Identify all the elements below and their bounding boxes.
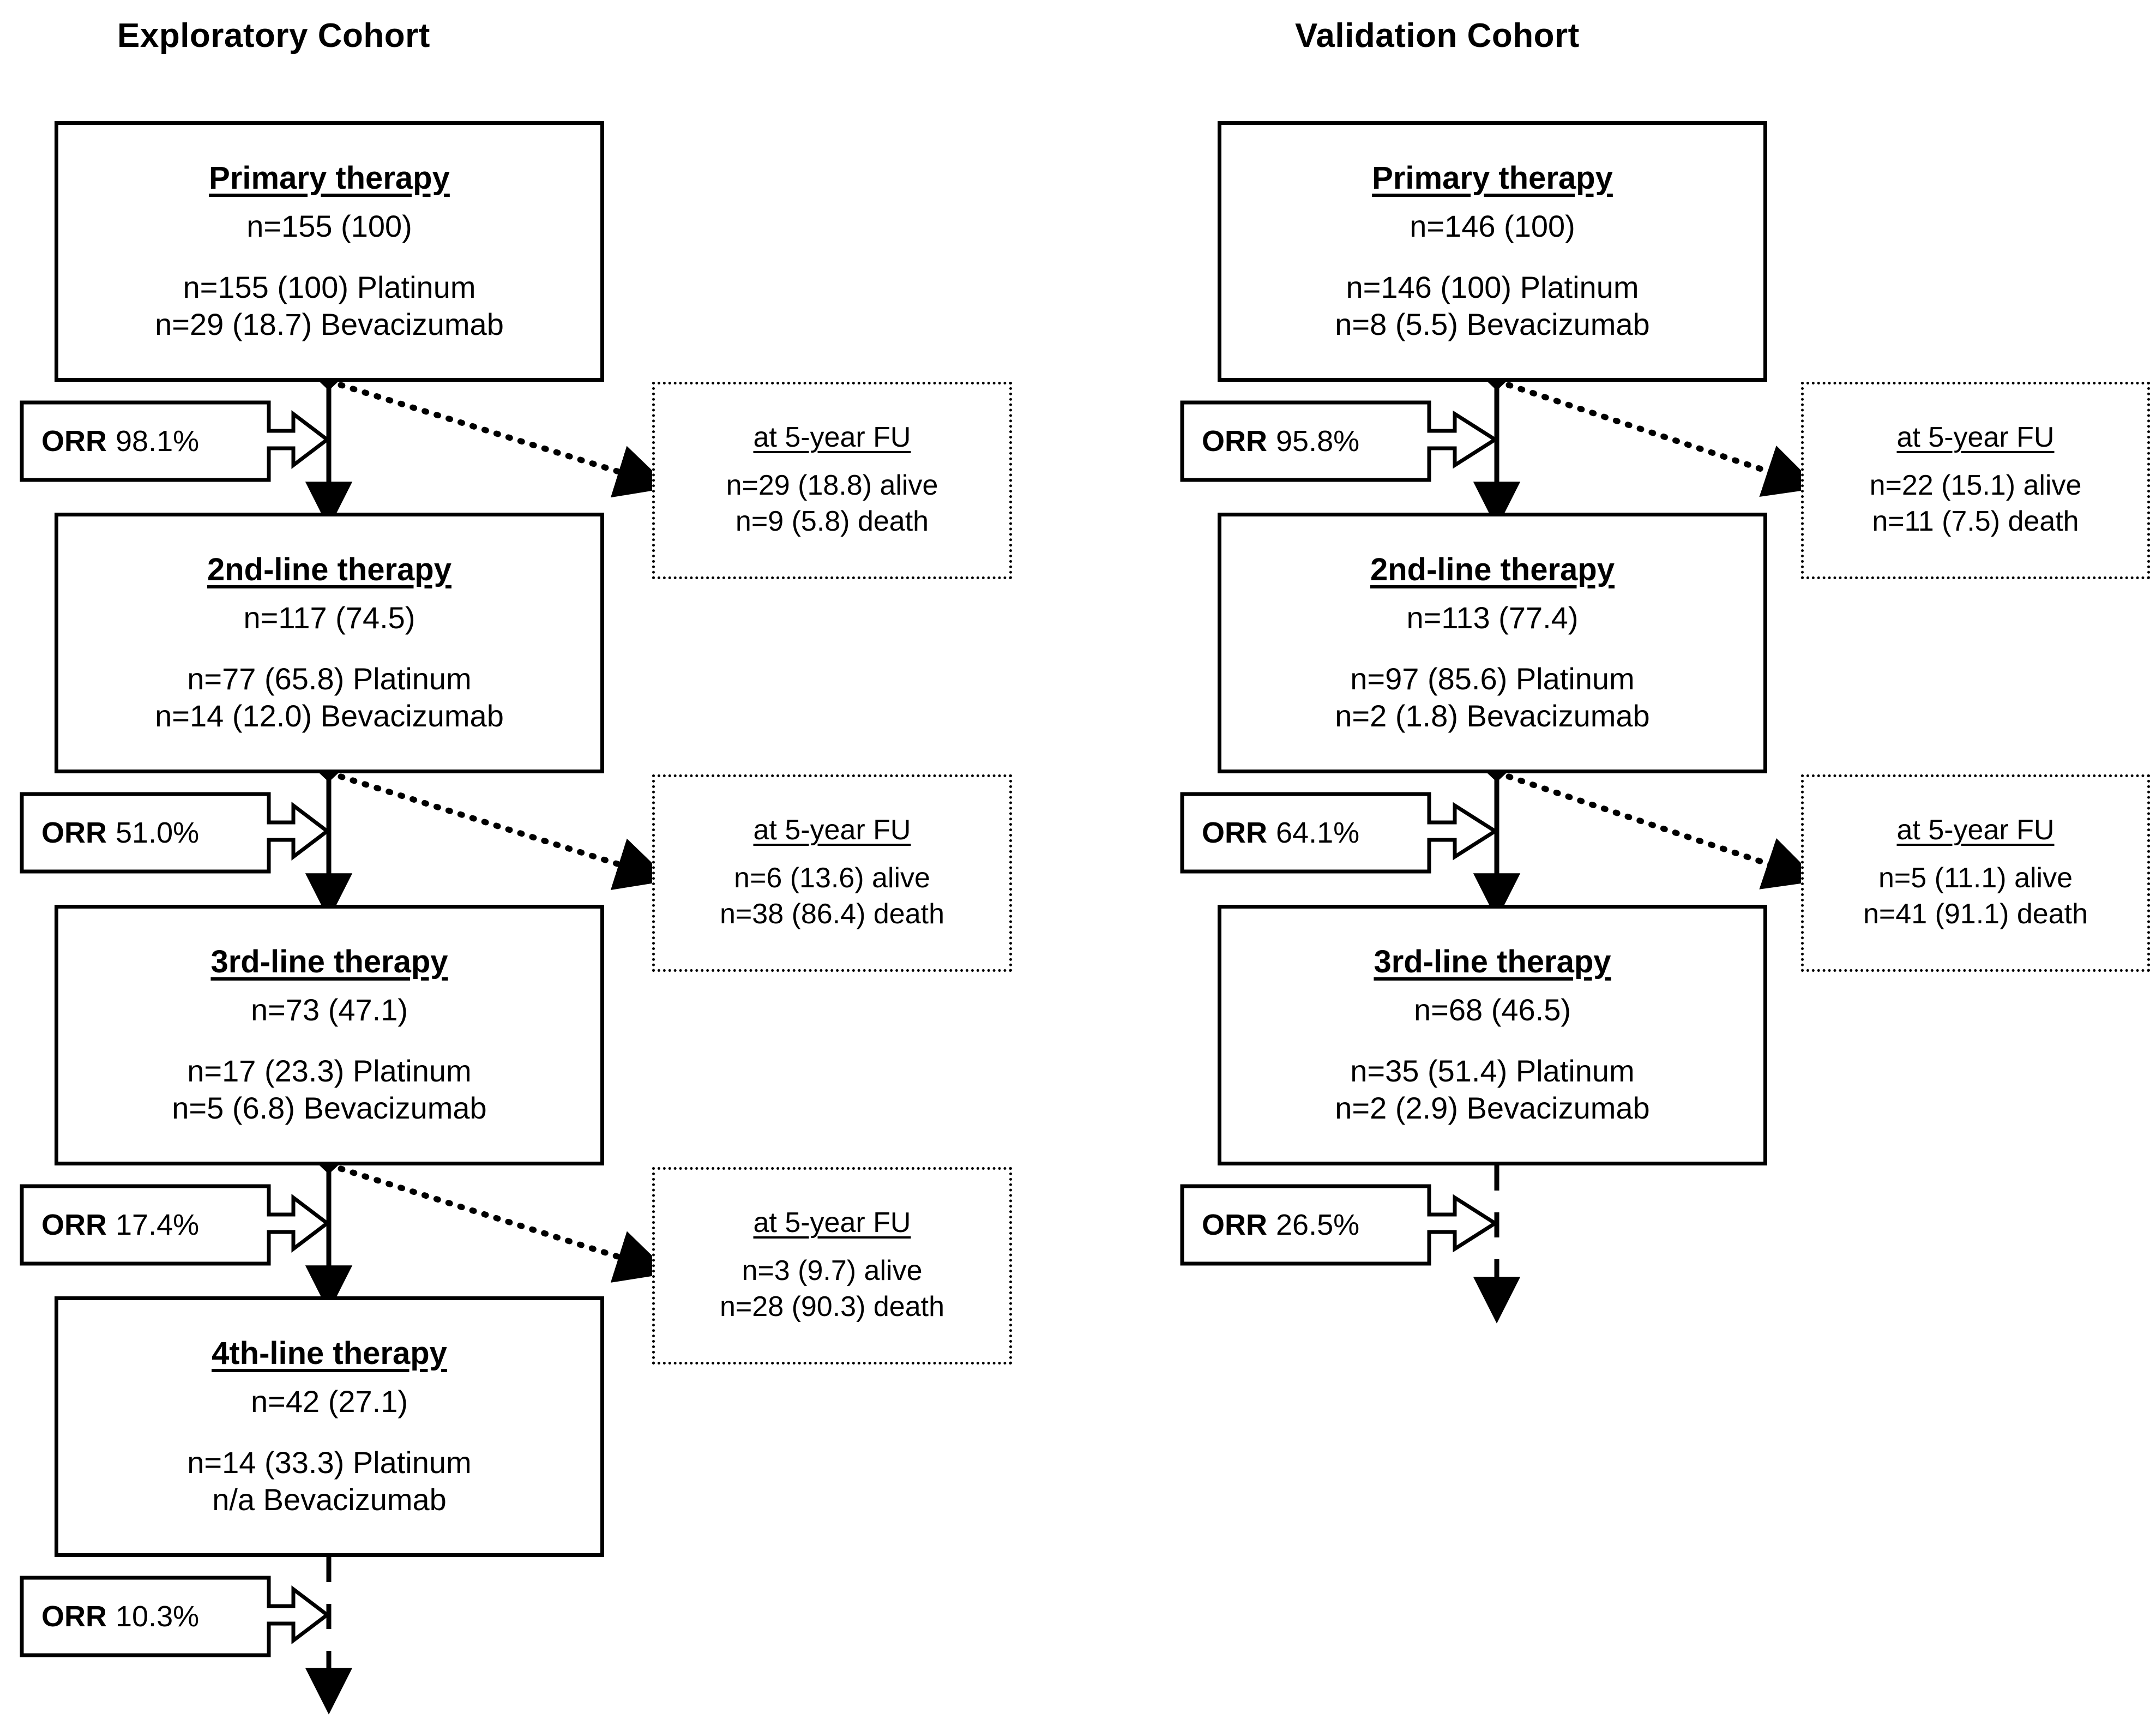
orr-callout-exploratory-4[interactable]: ORR 10.3%	[22, 1578, 294, 1655]
node-count: n=117 (74.5)	[243, 600, 415, 635]
orr-acronym: ORR	[41, 816, 107, 849]
flow-arrow-exp-2	[305, 765, 353, 920]
fu-connector-val-2	[1505, 773, 1819, 889]
flow-arrow-val-1	[1473, 373, 1521, 528]
cohort-title-validation: Validation Cohort	[1295, 17, 1580, 55]
orr-acronym: ORR	[41, 1600, 107, 1633]
flow-arrow-val-2	[1473, 765, 1521, 920]
fu-connector-exp-1	[338, 382, 671, 498]
orr-callout-validation-3[interactable]: ORR 26.5%	[1182, 1186, 1455, 1264]
node-detail-bevacizumab: n=29 (18.7) Bevacizumab	[155, 307, 504, 341]
followup-alive: n=29 (18.8) alive	[726, 470, 938, 502]
node-exploratory-3rd-line[interactable]: 3rd-line therapy n=73 (47.1) n=17 (23.3)…	[55, 905, 604, 1165]
node-validation-3rd-line[interactable]: 3rd-line therapy n=68 (46.5) n=35 (51.4)…	[1218, 905, 1767, 1165]
node-detail-bevacizumab: n=5 (6.8) Bevacizumab	[172, 1091, 487, 1125]
followup-alive: n=6 (13.6) alive	[734, 862, 930, 894]
orr-callout-validation-1[interactable]: ORR 95.8%	[1182, 402, 1455, 480]
node-detail-bevacizumab: n=14 (12.0) Bevacizumab	[155, 699, 504, 733]
fu-connector-exp-3	[338, 1165, 671, 1283]
orr-value: 10.3%	[116, 1600, 200, 1633]
flow-arrow-exp-1	[305, 373, 353, 528]
followup-alive: n=3 (9.7) alive	[742, 1255, 923, 1287]
node-title: 4th-line therapy	[212, 1335, 447, 1371]
orr-callout-exploratory-2[interactable]: ORR 51.0%	[22, 794, 294, 871]
node-detail-platinum: n=17 (23.3) Platinum	[187, 1053, 472, 1088]
node-exploratory-2nd-line[interactable]: 2nd-line therapy n=117 (74.5) n=77 (65.8…	[55, 513, 604, 773]
node-validation-2nd-line[interactable]: 2nd-line therapy n=113 (77.4) n=97 (85.6…	[1218, 513, 1767, 773]
orr-callout-exploratory-1[interactable]: ORR 98.1%	[22, 402, 294, 480]
followup-title: at 5-year FU	[753, 1207, 911, 1239]
orr-acronym: ORR	[41, 425, 107, 458]
node-detail-platinum: n=97 (85.6) Platinum	[1350, 661, 1635, 696]
followup-title: at 5-year FU	[1896, 814, 2055, 846]
node-title: Primary therapy	[1372, 160, 1613, 196]
orr-acronym: ORR	[1202, 1209, 1267, 1241]
followup-box-exploratory-3[interactable]: at 5-year FU n=3 (9.7) alive n=28 (90.3)…	[652, 1167, 1012, 1365]
orr-value: 51.0%	[116, 816, 200, 849]
node-detail-platinum: n=77 (65.8) Platinum	[187, 661, 472, 696]
orr-text: ORR 17.4%	[22, 1186, 199, 1264]
flow-arrow-exp-3	[305, 1157, 353, 1312]
orr-value: 26.5%	[1276, 1209, 1360, 1241]
followup-death: n=11 (7.5) death	[1872, 506, 2079, 537]
followup-box-validation-1[interactable]: at 5-year FU n=22 (15.1) alive n=11 (7.5…	[1801, 382, 2150, 579]
orr-text: ORR 95.8%	[1182, 402, 1359, 480]
orr-acronym: ORR	[1202, 425, 1267, 458]
fu-connector-val-1	[1505, 382, 1819, 497]
orr-callout-exploratory-3[interactable]: ORR 17.4%	[22, 1186, 294, 1264]
node-detail-bevacizumab: n/a Bevacizumab	[212, 1482, 447, 1517]
node-validation-primary[interactable]: Primary therapy n=146 (100) n=146 (100) …	[1218, 121, 1767, 382]
fu-connector-exp-2	[338, 773, 671, 890]
orr-value: 17.4%	[116, 1209, 200, 1241]
node-count: n=113 (77.4)	[1406, 600, 1579, 635]
orr-text: ORR 51.0%	[22, 794, 199, 871]
node-title: Primary therapy	[209, 160, 450, 196]
node-count: n=68 (46.5)	[1414, 992, 1571, 1027]
node-count: n=42 (27.1)	[251, 1384, 408, 1419]
followup-title: at 5-year FU	[753, 814, 911, 846]
node-title: 3rd-line therapy	[210, 943, 448, 979]
orr-value: 98.1%	[116, 425, 200, 458]
node-exploratory-primary[interactable]: Primary therapy n=155 (100) n=155 (100) …	[55, 121, 604, 382]
node-count: n=73 (47.1)	[251, 992, 408, 1027]
orr-value: 64.1%	[1276, 816, 1360, 849]
followup-box-exploratory-2[interactable]: at 5-year FU n=6 (13.6) alive n=38 (86.4…	[652, 774, 1012, 972]
node-detail-platinum: n=155 (100) Platinum	[183, 269, 476, 304]
node-count: n=155 (100)	[246, 208, 412, 243]
followup-title: at 5-year FU	[1896, 422, 2055, 454]
followup-death: n=28 (90.3) death	[720, 1291, 944, 1323]
node-detail-platinum: n=146 (100) Platinum	[1346, 269, 1639, 304]
node-title: 2nd-line therapy	[1370, 551, 1615, 587]
followup-title: at 5-year FU	[753, 422, 911, 454]
node-detail-bevacizumab: n=2 (2.9) Bevacizumab	[1335, 1091, 1650, 1125]
cohort-title-exploratory: Exploratory Cohort	[117, 17, 430, 55]
node-title: 3rd-line therapy	[1374, 943, 1611, 979]
orr-text: ORR 10.3%	[22, 1578, 199, 1655]
node-detail-platinum: n=35 (51.4) Platinum	[1350, 1053, 1635, 1088]
followup-death: n=38 (86.4) death	[720, 898, 944, 930]
orr-callout-validation-2[interactable]: ORR 64.1%	[1182, 794, 1455, 871]
followup-death: n=9 (5.8) death	[735, 506, 929, 537]
orr-text: ORR 98.1%	[22, 402, 199, 480]
followup-alive: n=5 (11.1) alive	[1878, 862, 2073, 894]
node-title: 2nd-line therapy	[207, 551, 451, 587]
orr-text: ORR 64.1%	[1182, 794, 1359, 871]
node-count: n=146 (100)	[1410, 208, 1575, 243]
orr-acronym: ORR	[41, 1209, 107, 1241]
node-detail-bevacizumab: n=2 (1.8) Bevacizumab	[1335, 699, 1650, 733]
followup-death: n=41 (91.1) death	[1863, 898, 2088, 930]
followup-box-exploratory-1[interactable]: at 5-year FU n=29 (18.8) alive n=9 (5.8)…	[652, 382, 1012, 579]
node-detail-platinum: n=14 (33.3) Platinum	[187, 1445, 472, 1480]
node-detail-bevacizumab: n=8 (5.5) Bevacizumab	[1335, 307, 1650, 341]
followup-box-validation-2[interactable]: at 5-year FU n=5 (11.1) alive n=41 (91.1…	[1801, 774, 2150, 972]
node-exploratory-4th-line[interactable]: 4th-line therapy n=42 (27.1) n=14 (33.3)…	[55, 1296, 604, 1557]
orr-value: 95.8%	[1276, 425, 1360, 458]
followup-alive: n=22 (15.1) alive	[1869, 470, 2082, 502]
orr-acronym: ORR	[1202, 816, 1267, 849]
orr-text: ORR 26.5%	[1182, 1186, 1359, 1264]
